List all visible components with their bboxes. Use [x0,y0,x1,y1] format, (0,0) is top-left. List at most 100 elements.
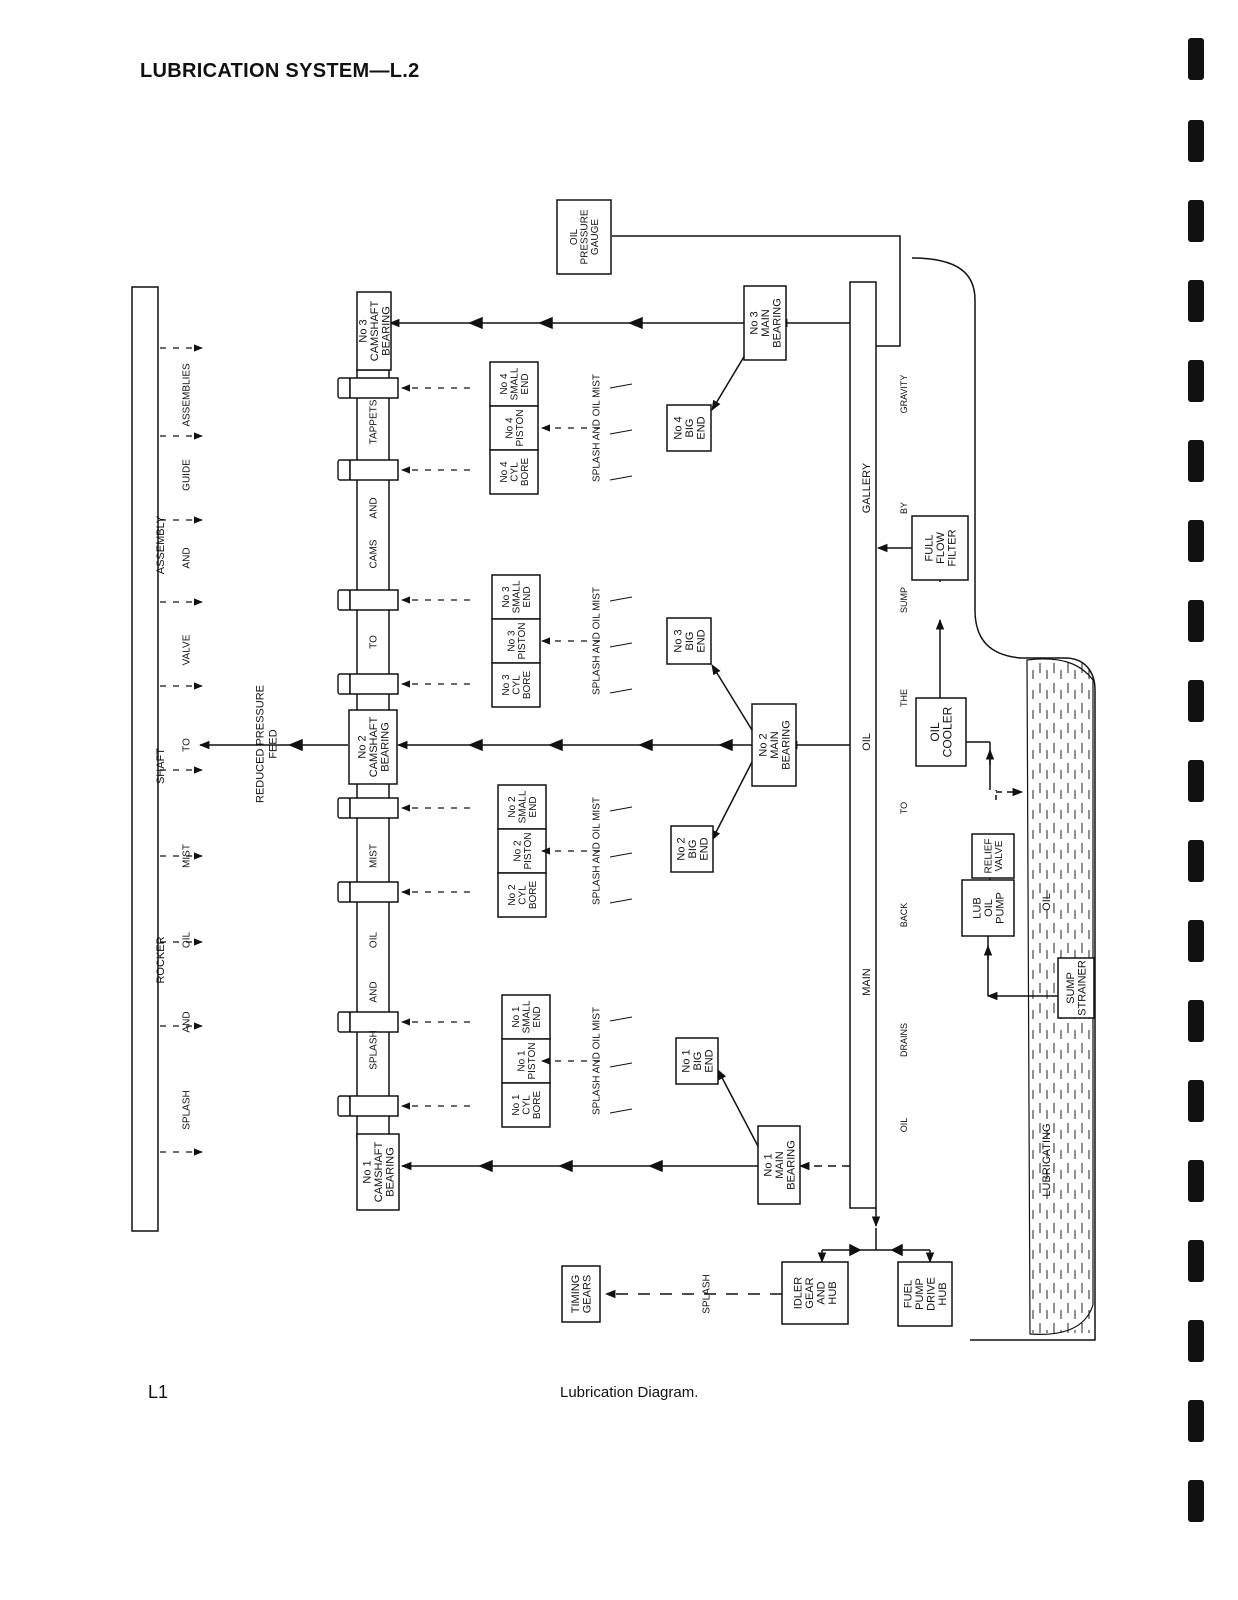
camshaft-word: SPLASH [369,1030,380,1069]
svg-text:OIL: OIL [899,1118,909,1133]
figure-number: L1 [148,1382,169,1402]
svg-text:SPLASH: SPLASH [369,1030,380,1069]
binding-hole [1188,280,1204,322]
svg-text:BORE: BORE [520,458,531,487]
rocker-side-word: GUIDE [182,459,193,491]
mist-spray [609,642,633,648]
mist-spray [609,898,633,904]
svg-text:GALLERY: GALLERY [861,462,873,513]
drains-word: DRAINS [899,1023,909,1057]
svg-text:STRAINER: STRAINER [1077,960,1089,1016]
svg-text:BEARING: BEARING [380,306,392,356]
binding-hole [1188,1000,1204,1042]
no4-small-end-box [489,361,539,407]
mist-spray [609,1108,633,1114]
full-flow-filter-box [911,515,969,581]
svg-text:ASSEMBLIES: ASSEMBLIES [182,363,193,427]
svg-text:No 2: No 2 [507,796,518,818]
svg-text:BEARING: BEARING [771,298,783,348]
svg-text:OIL: OIL [983,899,995,917]
cam-lobe [349,377,399,399]
svg-text:LUB: LUB [971,897,983,918]
svg-text:No 4: No 4 [672,416,684,439]
mist-spray [609,688,633,694]
svg-text:GRAVITY: GRAVITY [899,375,909,414]
svg-text:BORE: BORE [522,671,533,700]
svg-text:TAPPETS: TAPPETS [369,399,380,444]
svg-text:OIL: OIL [928,722,942,742]
mist-spray [609,596,633,602]
svg-text:MAIN: MAIN [769,731,781,759]
svg-text:PUMP: PUMP [994,892,1006,924]
svg-text:BIG: BIG [692,1052,704,1071]
svg-text:LUBRICATING: LUBRICATING [1041,1123,1053,1196]
svg-text:SUMP: SUMP [1065,972,1077,1004]
mist-spray [609,429,633,435]
svg-text:MAIN: MAIN [774,1151,786,1179]
lubricating-label: LUBRICATING [1041,1123,1053,1196]
no1-splash-mist-label: SPLASH AND OIL MIST [592,1007,603,1115]
svg-text:TIMING: TIMING [570,1275,582,1314]
cam-lobe [349,459,399,481]
drains-word: OIL [899,1118,909,1133]
svg-text:MAIN: MAIN [760,309,772,337]
cam-lobe [349,673,399,695]
svg-text:VALVE: VALVE [182,634,193,665]
gallery-gallery-label: GALLERY [861,462,873,513]
svg-text:No 3: No 3 [748,311,760,334]
rocker-side-word: SPLASH [182,1090,193,1129]
rocker-side-word: AND [182,547,193,568]
svg-text:END: END [703,1049,715,1072]
mist-spray [609,383,633,389]
svg-text:PUMP: PUMP [914,1278,926,1310]
svg-text:No 3: No 3 [506,630,517,652]
cam-lobe-tab [337,1095,351,1117]
binding-hole [1188,520,1204,562]
cam-lobe-tab [337,459,351,481]
oil-cooler-box [915,697,967,767]
cam-lobe-tab [337,797,351,819]
rocker-label: ROCKER [155,936,167,983]
binding-hole [1188,1320,1204,1362]
svg-text:END: END [520,373,531,394]
drains-word: TO [899,802,909,814]
relief-valve-box [971,833,1015,879]
no4-splash-mist-label: SPLASH AND OIL MIST [592,374,603,482]
no1-camshaft-bearing-box [356,1133,400,1211]
cam-lobe [349,1095,399,1117]
svg-text:OIL: OIL [569,229,580,246]
figure-caption: Lubrication Diagram. [560,1384,699,1401]
svg-text:OIL: OIL [861,733,873,751]
no3-small-end-box [491,574,541,620]
no1-cyl-bore-box [501,1082,551,1128]
no2-camshaft-bearing-box [348,709,398,785]
svg-text:CYL: CYL [522,1095,533,1115]
splash-label: SPLASH [702,1274,713,1313]
cam-lobe-tab [337,881,351,903]
svg-text:DRAINS: DRAINS [899,1023,909,1057]
svg-text:No 2: No 2 [757,733,769,756]
binding-hole [1188,1240,1204,1282]
no1-big-end-box [675,1037,719,1085]
svg-text:No 1: No 1 [762,1153,774,1176]
camshaft-word: MIST [369,844,380,868]
svg-text:SPLASH: SPLASH [702,1274,713,1313]
no3-piston-box [491,618,541,664]
gallery-oil-label: OIL [861,733,873,751]
svg-text:MIST: MIST [369,844,380,868]
svg-text:BORE: BORE [528,881,539,910]
no2-splash-mist-label: SPLASH AND OIL MIST [592,797,603,905]
gauge-line [612,235,901,347]
svg-text:No 1: No 1 [511,1094,522,1116]
